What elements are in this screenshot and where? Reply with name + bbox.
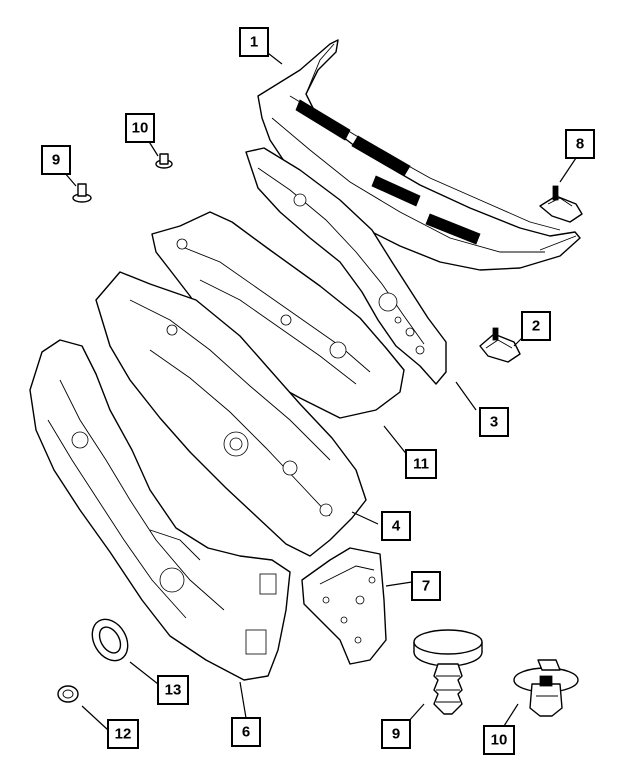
- dash-silencer[interactable]: [29, 339, 291, 681]
- cowl-top-panel[interactable]: [257, 39, 581, 271]
- callout-10-bottom: 10: [483, 725, 515, 755]
- leader-4: [351, 511, 379, 525]
- callout-label: 10: [491, 732, 508, 749]
- leader-7: [385, 581, 413, 587]
- callout-8: 8: [565, 129, 595, 159]
- callout-9-top: 9: [41, 145, 71, 175]
- callout-1: 1: [239, 27, 269, 57]
- callout-label: 12: [115, 726, 132, 743]
- leader-11: [383, 425, 409, 457]
- leader-10-large: [503, 703, 519, 727]
- leader-3: [455, 381, 477, 411]
- callout-10-top: 10: [125, 113, 155, 143]
- callout-label: 9: [52, 152, 60, 169]
- callout-label: 11: [413, 456, 429, 473]
- callout-9-bottom: 9: [381, 719, 411, 749]
- plate-7[interactable]: [301, 547, 387, 665]
- callout-7: 7: [411, 571, 441, 601]
- callout-label: 3: [490, 414, 498, 431]
- callout-label: 8: [576, 136, 584, 153]
- bracket-2[interactable]: [479, 327, 521, 363]
- plug-12[interactable]: [57, 685, 79, 703]
- callout-6: 6: [231, 717, 261, 747]
- callout-label: 10: [132, 120, 149, 137]
- callout-label: 13: [165, 682, 182, 699]
- callout-11: 11: [405, 449, 437, 479]
- callout-3: 3: [479, 407, 509, 437]
- dash-panel[interactable]: [95, 271, 367, 557]
- leader-6: [239, 681, 247, 719]
- callout-4: 4: [381, 511, 411, 541]
- push-pin-9-small[interactable]: [72, 183, 92, 203]
- push-pin-9-large[interactable]: [413, 629, 483, 715]
- callout-2: 2: [521, 311, 551, 341]
- callout-label: 7: [422, 578, 430, 595]
- callout-label: 6: [242, 724, 250, 741]
- callout-label: 4: [392, 518, 401, 535]
- bracket-8[interactable]: [539, 185, 583, 223]
- cowl-side-panel[interactable]: [245, 147, 447, 385]
- grommet-13[interactable]: [85, 613, 135, 667]
- leader-12: [81, 705, 109, 731]
- callout-13: 13: [157, 675, 189, 705]
- clip-nut-10-small[interactable]: [155, 153, 173, 169]
- leader-13: [129, 661, 159, 685]
- callout-label: 1: [250, 34, 258, 51]
- callout-label: 9: [392, 726, 400, 743]
- leader-8: [559, 157, 577, 183]
- callout-12: 12: [107, 719, 139, 749]
- clip-nut-10-large[interactable]: [513, 659, 579, 717]
- callout-label: 2: [532, 318, 540, 335]
